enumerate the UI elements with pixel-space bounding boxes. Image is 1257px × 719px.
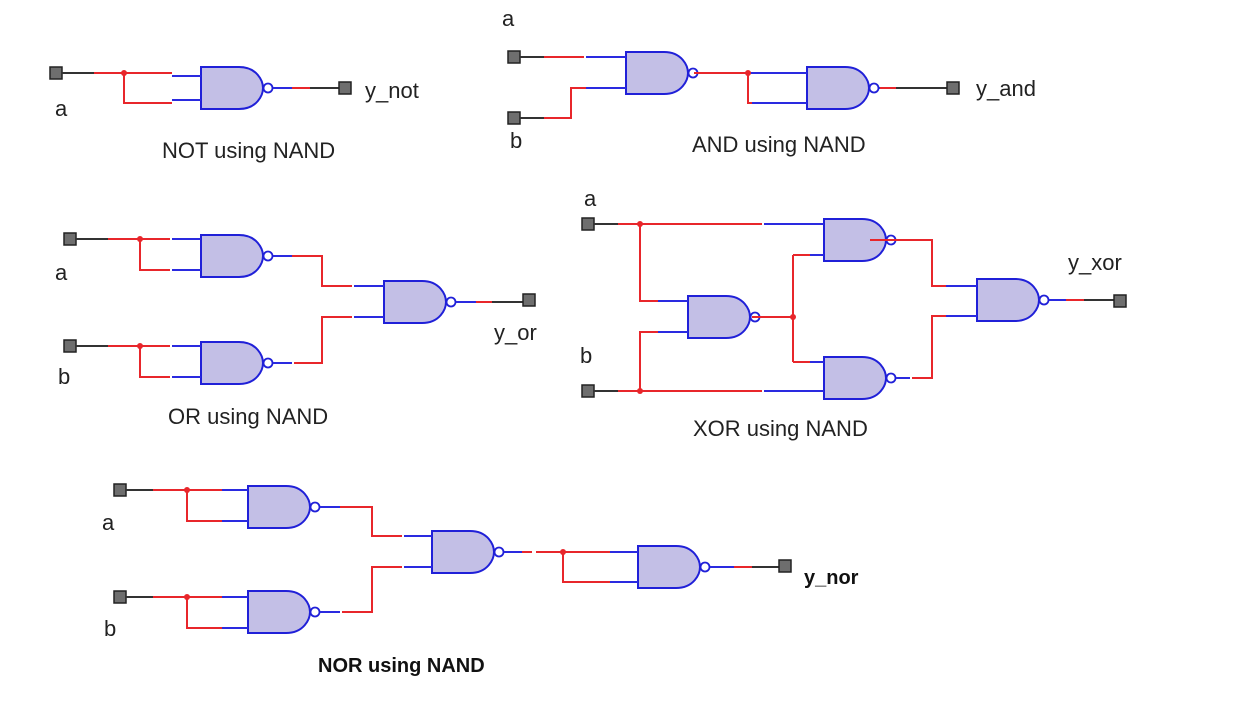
and-nand-gate-2	[806, 66, 871, 110]
xor-input-a-label: a	[584, 186, 597, 211]
xor-caption: XOR using NAND	[693, 416, 868, 441]
wire	[639, 224, 658, 302]
nor-nand-gate-2	[247, 590, 312, 634]
and-nand-gate-1	[625, 51, 690, 95]
junction-dot	[137, 343, 143, 349]
xor-output-pin	[1113, 294, 1127, 308]
nor-nand-gate-1	[247, 485, 312, 529]
junction-dot	[637, 221, 643, 227]
wire	[870, 239, 946, 287]
or-input-b-pin	[63, 339, 77, 353]
or-output-label: y_or	[494, 320, 537, 345]
wire	[639, 331, 658, 391]
and-input-b-label: b	[510, 128, 523, 153]
and-output-label: y_and	[976, 76, 1036, 101]
not-input-a-pin	[49, 66, 63, 80]
junction-dot	[790, 314, 796, 320]
or-nand-gate-1	[200, 234, 265, 278]
inversion-bubble	[309, 501, 321, 513]
inversion-bubble	[262, 82, 274, 94]
wire	[123, 73, 172, 104]
inversion-bubble	[262, 357, 274, 369]
nor-nand-gate-3	[431, 530, 496, 574]
inversion-bubble	[699, 561, 711, 573]
junction-dot	[137, 236, 143, 242]
junction-dot	[184, 487, 190, 493]
nor-input-a-pin	[113, 483, 127, 497]
xor-nand-gate-output	[976, 278, 1041, 322]
not-output-label: y_not	[365, 78, 419, 103]
xor-nand-gate-middle	[687, 295, 752, 339]
wire	[186, 490, 222, 522]
wire	[562, 552, 610, 583]
not-caption: NOT using NAND	[162, 138, 336, 163]
wire	[294, 316, 352, 364]
and-input-b-pin	[507, 111, 521, 125]
wire	[292, 255, 352, 287]
or-input-a-label: a	[55, 260, 68, 285]
wire	[342, 566, 402, 613]
xor-input-b-pin	[581, 384, 595, 398]
xor-nand-gate-bottom	[823, 356, 888, 400]
wire	[186, 597, 222, 629]
inversion-bubble	[445, 296, 457, 308]
and-input-a-pin	[507, 50, 521, 64]
junction-dot	[184, 594, 190, 600]
or-nand-gate-3	[383, 280, 448, 324]
and-input-a-label: a	[502, 6, 515, 31]
junction-dot	[637, 388, 643, 394]
junction-dot	[745, 70, 751, 76]
wire	[340, 506, 402, 537]
and-output-pin	[946, 81, 960, 95]
nor-input-b-pin	[113, 590, 127, 604]
wire	[912, 315, 946, 379]
xor-input-b-label: b	[580, 343, 593, 368]
not-output-pin	[338, 81, 352, 95]
xor-output-label: y_xor	[1068, 250, 1122, 275]
and-caption: AND using NAND	[692, 132, 866, 157]
wire	[139, 346, 170, 378]
inversion-bubble	[868, 82, 880, 94]
inversion-bubble	[262, 250, 274, 262]
or-nand-gate-2	[200, 341, 265, 385]
inversion-bubble	[885, 372, 897, 384]
junction-dot	[121, 70, 127, 76]
nor-output-pin	[778, 559, 792, 573]
or-caption: OR using NAND	[168, 404, 329, 429]
nor-input-b-label: b	[104, 616, 117, 641]
or-input-b-label: b	[58, 364, 71, 389]
nor-output-label: y_nor	[804, 567, 859, 589]
inversion-bubble	[1038, 294, 1050, 306]
junction-dot	[560, 549, 566, 555]
xor-input-a-pin	[581, 217, 595, 231]
or-input-a-pin	[63, 232, 77, 246]
nor-caption: NOR using NAND	[318, 655, 485, 677]
nor-nand-gate-4	[637, 545, 702, 589]
inversion-bubble	[309, 606, 321, 618]
wire	[139, 239, 170, 271]
inversion-bubble	[493, 546, 505, 558]
wire	[747, 73, 752, 104]
not-nand-gate	[200, 66, 265, 110]
or-output-pin	[522, 293, 536, 307]
not-input-a-label: a	[55, 96, 68, 121]
wire	[544, 87, 586, 119]
nor-input-a-label: a	[102, 510, 115, 535]
